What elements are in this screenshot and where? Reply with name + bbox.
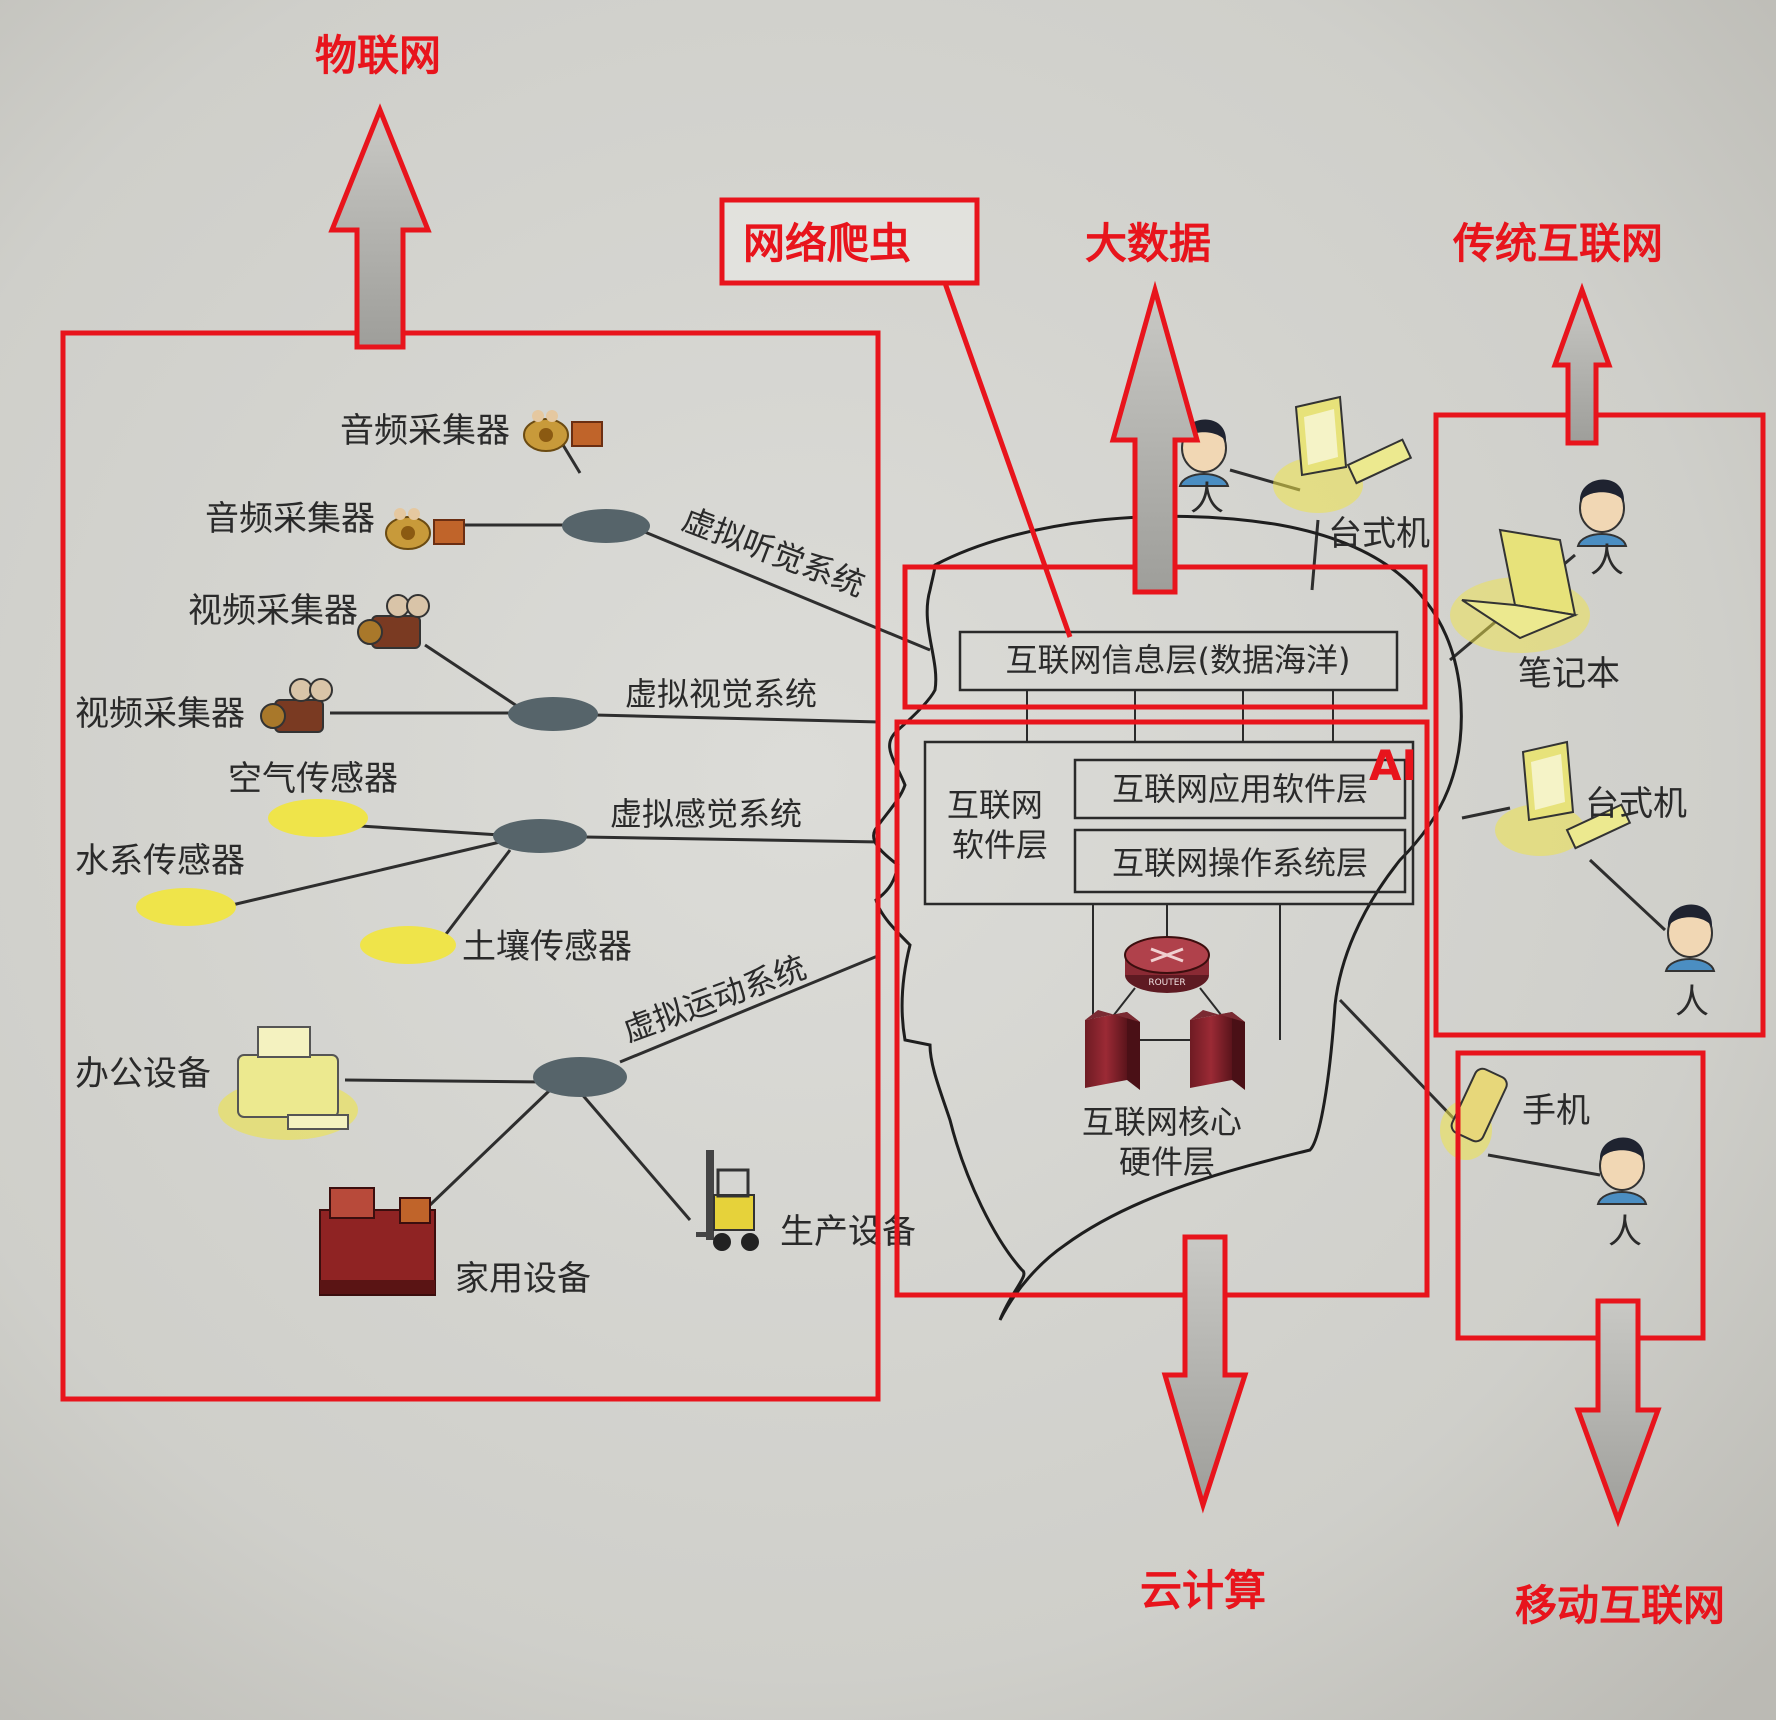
person-label: 人	[1590, 541, 1624, 581]
video-camera-icon	[357, 594, 430, 649]
hardware-layer-line: 互联网核心	[1082, 1103, 1242, 1141]
os-layer-box	[1073, 828, 1407, 894]
desktop-label: 台式机	[1585, 784, 1687, 824]
person-label: 人	[1675, 982, 1709, 1022]
crawler-pointer-line	[942, 282, 1073, 638]
iot-region-box	[60, 330, 881, 1402]
sensation-system-label: 虚拟感觉系统	[610, 795, 802, 833]
soil-sensor-label: 土壤传感器	[462, 927, 632, 967]
person-label: 人	[1190, 479, 1224, 519]
audio-collector-icon	[385, 508, 465, 550]
video-camera-icon	[260, 678, 333, 733]
router-icon: ROUTER	[1124, 936, 1210, 993]
mobile-internet-region-box	[1455, 1050, 1706, 1341]
home-appliance-icon	[319, 1187, 436, 1296]
vision-system-label: 虚拟视觉系统	[625, 675, 817, 713]
router-label: ROUTER	[1148, 978, 1185, 988]
audio-collector-label: 音频采集器	[340, 411, 510, 451]
crawler-label-box	[719, 197, 980, 286]
cloud-annotation: 云计算	[1140, 1566, 1266, 1615]
phone-label: 手机	[1522, 1091, 1590, 1131]
hearing-hub	[562, 509, 650, 543]
annotation-arrows	[328, 103, 1662, 1528]
iot-annotation: 物联网	[315, 31, 441, 80]
desktop-label: 台式机	[1328, 514, 1430, 554]
air-sensor-label: 空气传感器	[228, 759, 398, 799]
traditional-internet-annotation: 传统互联网	[1452, 219, 1663, 268]
layer-connectors	[1026, 690, 1334, 1040]
info-layer-label: 互联网信息层(数据海洋)	[1006, 641, 1351, 679]
soil-sensor-icon	[360, 926, 456, 964]
connection-lines	[231, 439, 1667, 1221]
laptop-label: 笔记本	[1518, 654, 1620, 694]
head-silhouette	[872, 514, 1463, 1321]
software-layer-line: 互联网	[947, 786, 1043, 824]
water-sensor-icon	[136, 888, 236, 926]
arrow-down-icon	[1161, 1234, 1249, 1514]
arrow-down-icon	[1574, 1298, 1662, 1528]
desktop-computer-icon	[1273, 395, 1413, 513]
laptop-icon	[1450, 528, 1590, 653]
forklift-icon	[696, 1150, 759, 1251]
annotation-boxes	[60, 197, 1766, 1402]
audio-collector-icon	[523, 410, 603, 452]
mobile-internet-annotation: 移动互联网	[1515, 1581, 1725, 1630]
app-layer-label: 互联网应用软件层	[1112, 770, 1368, 808]
printer-icon	[218, 1026, 358, 1140]
audio-collector-label: 音频采集器	[205, 499, 375, 539]
desktop-computer-icon	[1495, 740, 1632, 856]
ai-region-box	[894, 719, 1430, 1298]
motion-hub	[533, 1057, 627, 1097]
production-equipment-label: 生产设备	[780, 1212, 916, 1252]
crawler-annotation: 网络爬虫	[743, 219, 911, 268]
arrow-up-icon	[1551, 282, 1613, 446]
software-layer-line: 软件层	[952, 826, 1048, 864]
vision-hub	[508, 697, 598, 731]
air-sensor-icon	[268, 799, 368, 837]
water-sensor-label: 水系传感器	[75, 841, 245, 881]
annotation-labels: 物联网 网络爬虫 大数据 传统互联网 AI 云计算 移动互联网	[315, 31, 1725, 1630]
mobile-phone-icon	[1440, 1067, 1508, 1160]
hardware-layer-label: 互联网核心 硬件层	[1082, 1103, 1252, 1181]
video-collector-label: 视频采集器	[75, 694, 245, 734]
big-data-annotation: 大数据	[1085, 219, 1211, 268]
info-layer-box	[958, 630, 1399, 692]
software-layer-box	[923, 740, 1415, 906]
server-icon	[1190, 1010, 1245, 1090]
server-icon	[1085, 1010, 1140, 1090]
os-layer-label: 互联网操作系统层	[1112, 844, 1368, 882]
office-equipment-label: 办公设备	[75, 1054, 211, 1094]
arrow-up-icon	[1109, 280, 1201, 595]
traditional-internet-region-box	[1433, 412, 1766, 1038]
video-collector-label: 视频采集器	[188, 591, 358, 631]
ai-annotation: AI	[1369, 741, 1417, 790]
person-label: 人	[1608, 1212, 1642, 1252]
hardware-layer-line: 硬件层	[1119, 1143, 1215, 1181]
arrow-up-icon	[328, 103, 432, 350]
software-layer-label: 互联网 软件层	[947, 786, 1053, 864]
app-layer-box	[1073, 758, 1407, 820]
hub-nodes	[493, 509, 650, 1097]
sensation-hub	[493, 819, 587, 853]
home-equipment-label: 家用设备	[455, 1259, 591, 1299]
